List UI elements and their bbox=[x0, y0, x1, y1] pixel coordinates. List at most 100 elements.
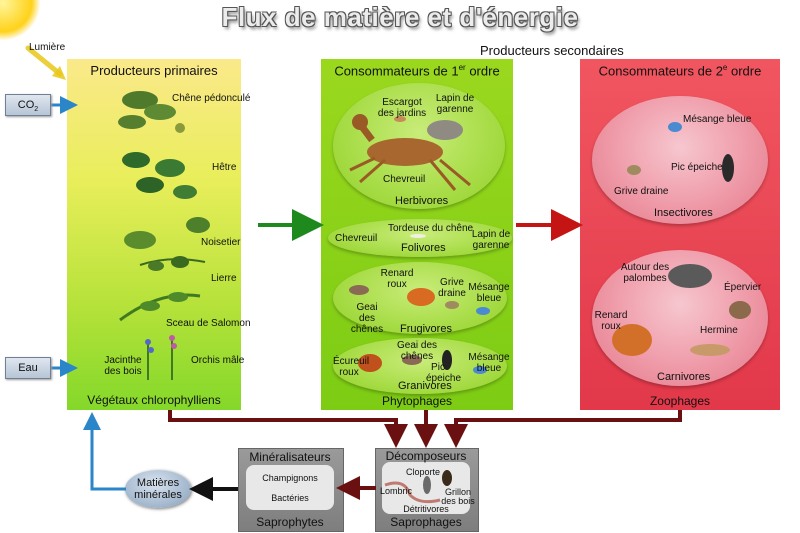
animal-label-rabbit-folivore: Lapin de garenne bbox=[471, 229, 511, 251]
beech-leaf-icon bbox=[122, 152, 197, 199]
mineralizer-label-fungi: Champignons bbox=[262, 473, 318, 483]
blue-tit-granivore-icon bbox=[473, 366, 487, 374]
mistle-thrush-icon bbox=[627, 165, 641, 175]
ivy-leaf-icon bbox=[139, 256, 206, 271]
frugivores-label: Frugivores bbox=[400, 323, 452, 335]
animal-label-deer: Chevreuil bbox=[383, 174, 426, 185]
animal-label-deer-folivore: Chevreuil bbox=[335, 233, 378, 244]
light-label: Lumière bbox=[29, 42, 66, 53]
solomons-seal-icon bbox=[119, 292, 201, 322]
folivores-ellipse bbox=[328, 219, 512, 257]
animal-label-earthworm: Lombric bbox=[380, 486, 413, 496]
insectivores-ellipse bbox=[592, 96, 768, 224]
plant-label-hazel: Noisetier bbox=[201, 237, 241, 248]
cricket-icon bbox=[442, 470, 452, 486]
water-box: Eau bbox=[5, 357, 51, 379]
animal-label-rabbit: Lapin de garenne bbox=[435, 93, 475, 115]
co2-subscript: 2 bbox=[34, 106, 39, 114]
hazel-leaf-icon bbox=[124, 217, 210, 249]
sparrowhawk-icon bbox=[729, 301, 751, 319]
squirrel-icon bbox=[358, 354, 382, 372]
plant-label-ivy: Lierre bbox=[211, 273, 237, 284]
decomposers-footer: Saprophages bbox=[390, 515, 462, 529]
animal-label-woodpecker: Pic épeiche bbox=[671, 162, 723, 173]
herbivores-label: Herbivores bbox=[395, 195, 449, 207]
woodpecker-granivore-icon bbox=[442, 350, 452, 370]
animal-label-stoat: Hermine bbox=[700, 325, 738, 336]
water-label: Eau bbox=[18, 362, 38, 374]
animal-label-blue-tit-insectivore: Mésange bleue bbox=[683, 114, 752, 125]
thrush-icon bbox=[445, 301, 459, 309]
plant-label-bluebell: Jacinthe des bois bbox=[104, 355, 142, 377]
animal-label-mistle-thrush: Grive draine bbox=[614, 186, 669, 197]
carnivores-label: Carnivores bbox=[657, 371, 711, 383]
blue-tit-insectivore-icon bbox=[668, 122, 682, 132]
animal-label-squirrel: Écureuil roux bbox=[333, 356, 370, 378]
snail-icon bbox=[394, 116, 406, 122]
first-order-consumers-heading: Consommateurs de 1er ordre bbox=[321, 63, 513, 78]
primary-producers-heading: Producteurs primaires bbox=[90, 63, 218, 78]
c2-heading-end: ordre bbox=[727, 63, 762, 79]
animal-label-jay: Geai des chênes bbox=[350, 302, 384, 335]
animal-label-thrush: Grive draine bbox=[438, 277, 466, 299]
mineralizers-heading: Minéralisateurs bbox=[249, 450, 331, 464]
diagram-title: Flux de matière et d'énergie bbox=[221, 2, 579, 32]
animal-label-snail: Escargot des jardins bbox=[377, 97, 427, 119]
co2-box: CO2 bbox=[5, 94, 51, 116]
plant-label-beech: Hêtre bbox=[212, 162, 237, 173]
animal-label-woodpecker-granivore: Pic épeiche bbox=[426, 362, 462, 384]
fox-icon bbox=[407, 288, 435, 306]
second-order-consumers-footer: Zoophages bbox=[649, 394, 711, 408]
animal-label-blue-tit-granivore: Mésange bleue bbox=[468, 352, 510, 374]
rabbit-icon bbox=[427, 120, 463, 140]
animal-label-fox: Renard roux bbox=[380, 268, 414, 290]
mineralizer-label-bacteria: Bactéries bbox=[271, 493, 309, 503]
primary-producers-footer: Végétaux chlorophylliens bbox=[87, 393, 221, 407]
flow-arrow-minerals-to-primary bbox=[83, 412, 126, 491]
mineralizers-inner bbox=[246, 465, 334, 510]
co2-label: CO bbox=[17, 99, 35, 111]
flow-arrows-to-decomposers bbox=[168, 410, 682, 448]
c1-heading-end: ordre bbox=[465, 63, 500, 79]
stoat-icon bbox=[690, 344, 730, 356]
bluebell-icon bbox=[145, 339, 154, 380]
goshawk-icon bbox=[668, 264, 712, 288]
minerals-ellipse: Matières minérales bbox=[125, 470, 191, 508]
c2-heading-main: Consommateurs de 2 bbox=[598, 63, 723, 79]
plant-label-oak: Chêne pédonculé bbox=[172, 93, 251, 104]
jay-granivore-icon bbox=[402, 355, 422, 365]
minerals-label: Matières minérales bbox=[134, 477, 182, 501]
insectivores-label: Insectivores bbox=[654, 207, 713, 219]
orchid-icon bbox=[169, 335, 177, 380]
deer-icon bbox=[349, 114, 471, 191]
woodlouse-icon bbox=[423, 476, 431, 494]
caterpillar-icon bbox=[410, 234, 426, 238]
animal-label-sparrowhawk: Épervier bbox=[724, 282, 762, 293]
blue-tit-icon bbox=[476, 307, 490, 315]
secondary-producers-label: Producteurs secondaires bbox=[480, 43, 624, 58]
red-fox-icon bbox=[612, 324, 652, 356]
folivores-label: Folivores bbox=[401, 242, 446, 254]
animal-label-red-fox: Renard roux bbox=[594, 310, 628, 332]
animal-label-goshawk: Autour des palombes bbox=[620, 262, 670, 284]
animal-label-jay-granivore: Geai des chênes bbox=[396, 340, 438, 362]
woodpecker-icon bbox=[722, 154, 734, 182]
animal-label-woodlouse: Cloporte bbox=[406, 467, 441, 477]
light-ray-arrow bbox=[25, 45, 66, 80]
plant-label-orchid: Orchis mâle bbox=[191, 355, 245, 366]
c2-heading-sup: e bbox=[722, 63, 728, 72]
c1-heading-sup: er bbox=[458, 63, 466, 72]
granivores-label: Granivores bbox=[398, 380, 452, 392]
animal-label-blue-tit: Mésange bleue bbox=[468, 282, 510, 304]
c1-heading-main: Consommateurs de 1 bbox=[334, 63, 459, 79]
animal-label-cricket: Grillon des bois bbox=[441, 487, 475, 506]
first-order-consumers-footer: Phytophages bbox=[381, 394, 453, 408]
animal-label-oak-moth: Tordeuse du chêne bbox=[388, 223, 474, 234]
jay-icon bbox=[349, 285, 369, 295]
decomposers-heading: Décomposeurs bbox=[385, 449, 467, 463]
detritivores-label: Détritivores bbox=[403, 504, 449, 514]
plant-label-solomons-seal: Sceau de Salomon bbox=[166, 318, 251, 329]
second-order-consumers-heading: Consommateurs de 2e ordre bbox=[580, 63, 780, 78]
oak-leaf-icon bbox=[118, 91, 185, 133]
